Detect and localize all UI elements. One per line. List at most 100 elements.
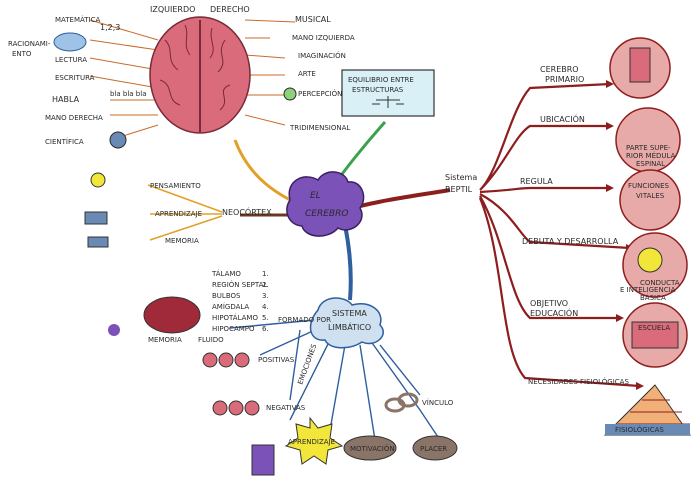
atom-icon [109, 131, 127, 149]
reptil-item-primario: PRIMARIO [545, 75, 584, 84]
limbic-sub-lines [229, 319, 441, 441]
skill-percepcion: PERCEPCIÓN [298, 89, 342, 98]
circle-school-text: ESCUELA [638, 324, 670, 332]
magnifier-icon [283, 87, 297, 101]
limbic-formado-por: FORMADO POR [278, 316, 331, 324]
reptil-item-ubicacion: UBICACIÓN [540, 113, 585, 124]
limbic-aprendizaje: APRENDIZAJE [288, 438, 335, 446]
limbic-part-num-2: 3. [262, 292, 269, 300]
neocortex-item-pensamiento: PENSAMIENTO [150, 182, 201, 190]
reptil-label-line2: REPTIL [445, 185, 473, 194]
skill-escritura: ESCRITURA [55, 74, 95, 82]
reptil-label-line1: Sistema [445, 173, 477, 182]
circle-conduct-text3: BÁSICA [640, 293, 666, 302]
skill-racionamiento-2: ENTO [12, 50, 32, 58]
stone-motivacion [343, 435, 397, 461]
limbic-part-1: REGIÓN SEPTAL [212, 280, 267, 289]
skill-tridimensional: TRIDIMENSIONAL [289, 124, 350, 132]
skill-matematica: MATEMÁTICA [55, 15, 100, 24]
limbic-label-line1: SISTEMA [332, 309, 367, 318]
skill-imaginacion: IMAGINACIÓN [298, 51, 346, 60]
pyramid-text: FISIOLÓGICAS [615, 425, 664, 434]
hemisphere-right-label: DERECHO [210, 5, 250, 14]
cloud-icon [53, 32, 87, 52]
limbic-node [309, 297, 384, 349]
positive-faces [202, 352, 250, 368]
limbic-part-num-1: 2. [262, 281, 269, 289]
circle-vital-text1: FUNCIONES [628, 182, 670, 190]
limbic-positivas: POSITIVAS [258, 356, 295, 364]
reptil-item-cerebro: CEREBRO [540, 65, 579, 74]
skill-cientifica: CIENTÍFICA [45, 137, 84, 146]
circle-spine-text1: PARTE SUPE- [626, 144, 671, 152]
center-node [286, 171, 365, 237]
skill-musical: MUSICAL [295, 15, 331, 24]
limbic-fluido: FLUIDO [198, 336, 224, 344]
limbic-part-0: TÁLAMO [211, 269, 241, 278]
center-label-line2: CEREBRO [305, 209, 348, 219]
circle-conduct-text2: E INTELIGENCIA [620, 286, 676, 294]
book-icon [84, 211, 108, 225]
circle-spine-text2: RIOR MÉDULA [626, 151, 676, 160]
equilibrio-line1: EQUILIBRIO ENTRE [348, 76, 414, 84]
brain-drop-icon [143, 296, 201, 334]
memory-icon [87, 236, 109, 248]
brain-illustration [149, 16, 251, 134]
skill-racionamiento-1: RACIONAMI- [8, 40, 51, 48]
hemisphere-left-label: IZQUIERDO [150, 5, 195, 14]
chain-icon [384, 392, 419, 413]
skill-mano-izquierda: MANO IZQUIERDA [292, 34, 355, 42]
reptil-item-educacion: EDUCACIÓN [530, 307, 578, 318]
neocortex-items-lines [147, 184, 223, 241]
person-icon [629, 47, 651, 83]
limbic-part-5: HIPOCAMPO [212, 325, 255, 333]
equilibrio-line2: ESTRUCTURAS [352, 86, 404, 94]
lightbulb-icon [637, 247, 663, 273]
equilibrio-box [341, 69, 435, 117]
limbic-part-3: AMÍGDALA [212, 302, 249, 311]
limbic-part-num-3: 4. [262, 303, 269, 311]
skill-arte: ARTE [298, 70, 316, 78]
skill-mano-derecha: MANO DERECHA [45, 114, 103, 122]
reptil-item-debuta: DEBUTA Y DESARROLLA [522, 237, 619, 246]
limbic-parts-list: TÁLAMO 1. REGIÓN SEPTAL 2. BULBOS 3. AMÍ… [211, 269, 269, 333]
reptil-fan-lines [478, 82, 641, 388]
circle-vital [619, 169, 681, 231]
limbic-part-num-4: 5. [262, 314, 269, 322]
skill-lectura: LECTURA [55, 56, 87, 64]
limbic-label-line2: LIMBÁTICO [328, 321, 371, 332]
circle-vital-text2: VITALES [636, 192, 665, 200]
reptil-item-objetivo: OBJETIVO [530, 299, 568, 308]
stone-placer [412, 435, 458, 461]
circle-spine-text3: ESPINAL [636, 160, 665, 168]
neocortex-label: NEOCÓRTEX [222, 206, 272, 217]
neocortex-item-aprendizaje: APRENDIZAJE [155, 210, 202, 218]
star-shape [284, 416, 344, 465]
bulb-icon [90, 172, 106, 188]
limbic-memoria: MEMORIA [148, 336, 182, 344]
circle-conduct-text1: CONDUCTA [640, 279, 680, 287]
scale-icon [372, 96, 404, 108]
skill-lines [89, 19, 296, 141]
limbic-branch-line [343, 224, 353, 301]
limbic-part-num-0: 1. [262, 270, 269, 278]
skill-habla: HABLA [52, 95, 80, 104]
limbic-placer: PLACER [420, 445, 447, 453]
center-label-line1: EL [310, 191, 321, 201]
limbic-part-num-5: 6. [262, 325, 269, 333]
skill-numbers: 1,2,3 [100, 23, 120, 32]
reptil-item-necesidades: NECESIDADES FISIOLÓGICAS [528, 377, 629, 386]
limbic-part-2: BULBOS [212, 292, 241, 300]
limbic-motivacion: MOTIVACIÓN [350, 444, 395, 453]
limbic-emociones: EMOCIONES [296, 342, 318, 385]
pyramid-base [605, 424, 690, 435]
negative-faces [212, 400, 260, 416]
school-icon [631, 321, 679, 349]
limbic-vinculo: VÍNCULO [422, 398, 454, 407]
skill-blabla: bla bla bla [110, 90, 146, 98]
reptil-item-regula: REGULA [520, 177, 553, 186]
student-icon [251, 444, 275, 476]
limbic-part-4: HIPOTÁLAMO [212, 313, 258, 322]
neocortex-item-memoria: MEMORIA [165, 237, 199, 245]
